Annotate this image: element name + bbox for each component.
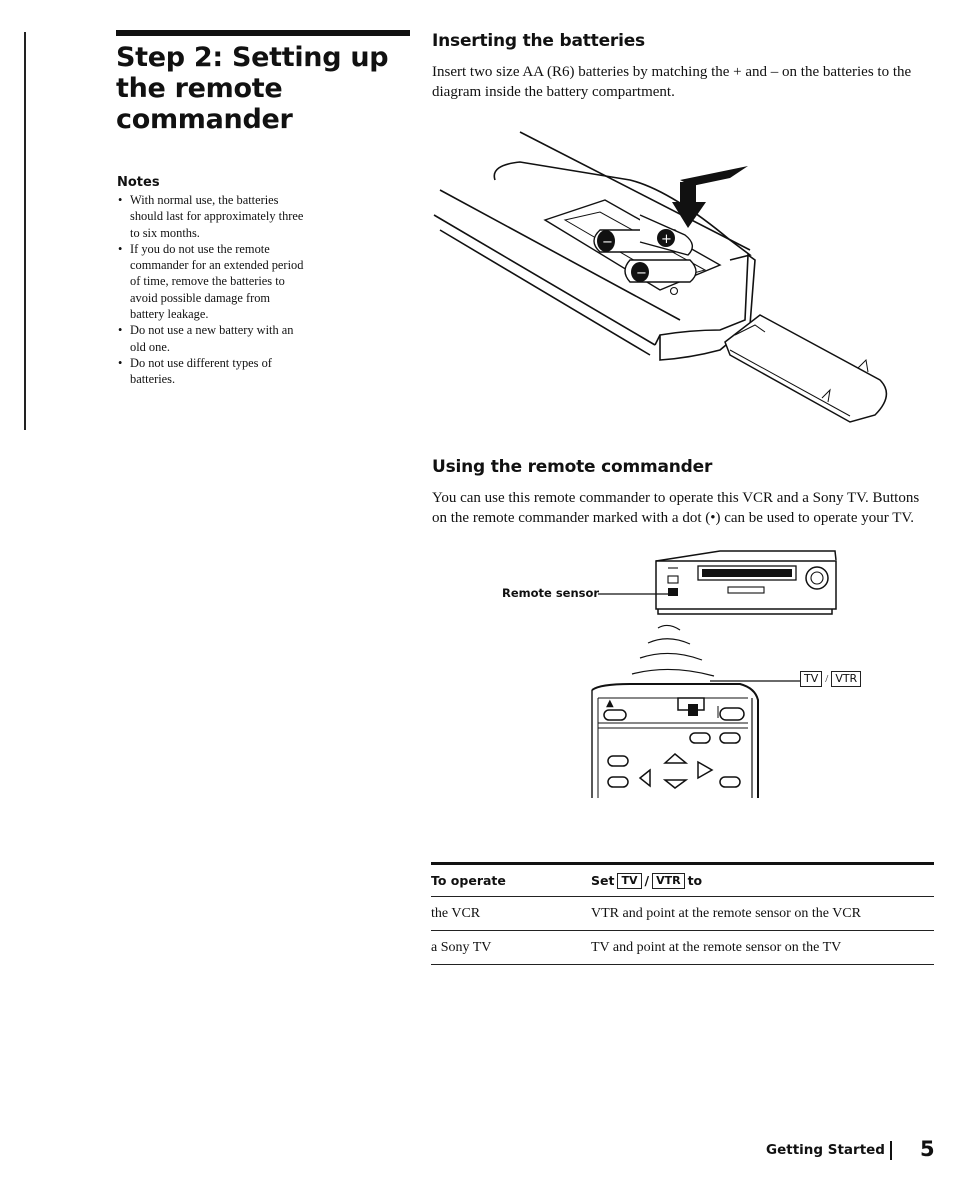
tv-key-label: TV <box>800 671 823 687</box>
operate-cell: a Sony TV <box>431 930 591 965</box>
notes-list: With normal use, the batteries should la… <box>117 192 307 388</box>
key-separator: / <box>644 873 650 888</box>
note-item: If you do not use the remote commander f… <box>117 241 307 322</box>
remote-sensor-label: Remote sensor <box>502 586 600 600</box>
batteries-text: Insert two size AA (R6) batteries by mat… <box>432 64 912 100</box>
left-arrow-icon <box>638 768 651 788</box>
svg-text:+: + <box>661 232 672 247</box>
svg-text:−: − <box>636 266 647 281</box>
notes-heading: Notes <box>117 175 160 190</box>
battery-icon: − <box>624 259 697 283</box>
battery-insertion-illustration: − + − <box>433 131 888 423</box>
table-header-row: To operate Set TV / VTR to <box>431 862 934 897</box>
set-suffix: to <box>687 873 703 888</box>
down-arrow-icon <box>662 779 689 789</box>
note-item: With normal use, the batteries should la… <box>117 192 307 241</box>
page-number: 5 <box>920 1137 935 1161</box>
table-row: the VCR VTR and point at the remote sens… <box>431 896 934 931</box>
vtr-key-label: VTR <box>831 671 862 687</box>
vtr-key-label: VTR <box>652 872 685 889</box>
setting-cell: VTR and point at the remote sensor on th… <box>591 896 934 931</box>
tv-key-label: TV <box>617 872 642 889</box>
switch-separator: / <box>825 673 829 685</box>
note-item: Do not use a new battery with an old one… <box>117 322 307 355</box>
operation-table: To operate Set TV / VTR to the VCR VTR a… <box>431 862 934 965</box>
footer-section-title: Getting Started <box>766 1142 885 1158</box>
remote-usage-illustration: ▲ <box>591 550 837 798</box>
down-arrow-icon <box>672 166 748 228</box>
vcr-unit <box>655 550 837 615</box>
operate-cell: the VCR <box>431 896 591 931</box>
note-item: Do not use different types of batteries. <box>117 355 307 388</box>
signal-waves <box>631 624 715 677</box>
svg-text:−: − <box>602 235 613 250</box>
tv-vtr-switch-label: TV / VTR <box>800 671 862 687</box>
remote-control: ▲ <box>591 683 759 798</box>
remote-section-heading: Using the remote commander <box>432 457 713 477</box>
margin-rule <box>24 32 26 430</box>
up-arrow-icon <box>663 753 689 764</box>
right-arrow-icon <box>697 760 714 780</box>
footer-divider <box>890 1141 892 1160</box>
set-prefix: Set <box>591 873 615 888</box>
remote-section-text: You can use this remote commander to ope… <box>432 490 920 526</box>
battery-icon: + <box>639 214 693 256</box>
svg-text:▲: ▲ <box>606 698 614 709</box>
title-rule <box>116 30 410 36</box>
col-set-header: Set TV / VTR to <box>591 862 934 897</box>
battery-cover <box>724 314 888 423</box>
tv-vtr-switch <box>677 697 705 716</box>
table-row: a Sony TV TV and point at the remote sen… <box>431 930 934 965</box>
col-to-operate-header: To operate <box>431 862 591 897</box>
page-title: Step 2: Setting up the remote commander <box>116 42 389 135</box>
setting-cell: TV and point at the remote sensor on the… <box>591 930 934 965</box>
batteries-heading: Inserting the batteries <box>432 31 645 51</box>
